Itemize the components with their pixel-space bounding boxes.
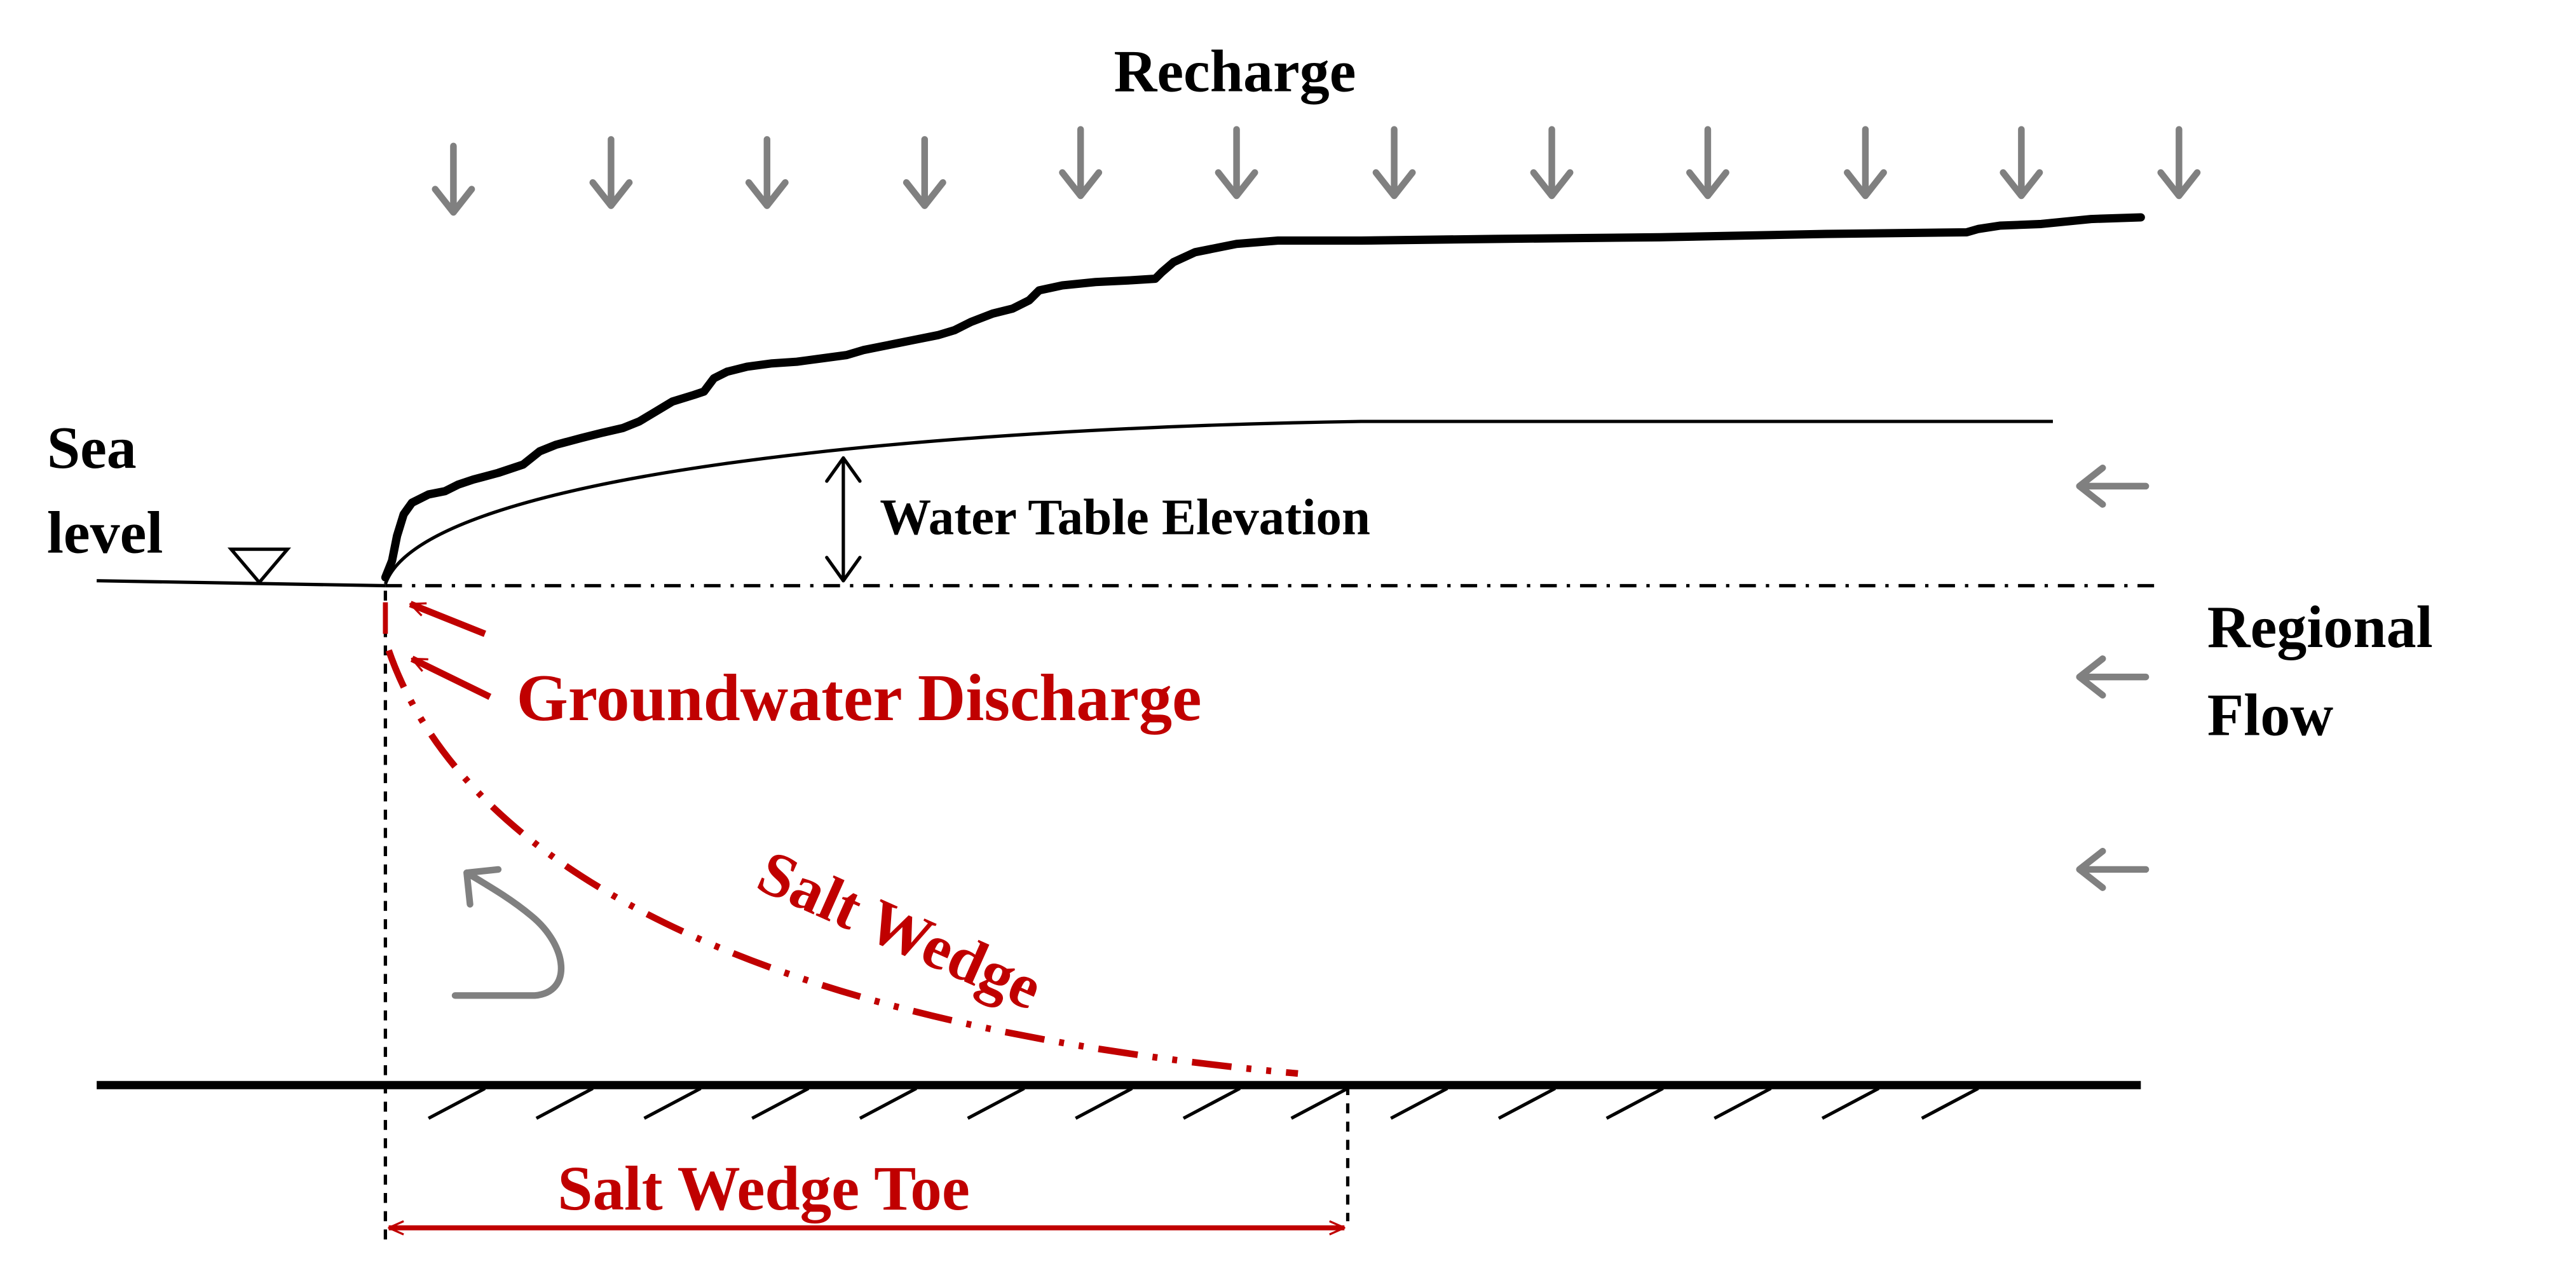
recharge-arrow-icon [1372, 126, 1416, 200]
salt-wedge-interface-line [385, 649, 1298, 1077]
hatch-mark [1605, 1087, 1664, 1120]
sea-level-line [97, 579, 386, 588]
water-table-line [383, 419, 2053, 585]
recharge-arrow-icon [1530, 126, 1574, 200]
hatch-mark [428, 1087, 486, 1120]
recharge-arrow-icon [589, 136, 633, 209]
groundwater-discharge-arrow-icon [411, 601, 486, 637]
hatch-mark [859, 1087, 917, 1120]
hatch-mark [1075, 1087, 1133, 1120]
regional-flow-arrow-icon [2076, 464, 2150, 508]
recharge-arrow-icon [1215, 126, 1258, 200]
hatch-mark [643, 1087, 702, 1120]
recharge-arrow-icon [2000, 126, 2043, 200]
recharge-arrows [432, 126, 2201, 216]
hatch-mark [1714, 1087, 1772, 1120]
hatch-mark [1821, 1087, 1880, 1120]
recharge-arrow-icon [745, 136, 789, 209]
regional-flow-label-line1: Regional [2207, 594, 2433, 660]
regional-flow-arrow-icon [2076, 847, 2150, 891]
recharge-label: Recharge [1114, 39, 1356, 105]
recharge-arrow-icon [903, 136, 946, 209]
water-table-elevation-label: Water Table Elevation [880, 489, 1370, 546]
recharge-arrow-icon [432, 142, 475, 216]
regional-flow-label-line2: Flow [2207, 682, 2333, 748]
regional-flow-arrows [2076, 464, 2150, 891]
recharge-arrow-icon [1844, 126, 1887, 200]
aquifer-base-hatching [428, 1087, 1979, 1120]
hatch-mark [1390, 1087, 1448, 1120]
hatch-mark [1497, 1087, 1557, 1120]
hatch-mark [967, 1087, 1025, 1120]
salt-wedge-toe-label: Salt Wedge Toe [557, 1154, 970, 1224]
sea-level-triangle-icon [227, 547, 291, 585]
recharge-arrow-icon [2157, 126, 2201, 200]
hatch-mark [1290, 1087, 1349, 1120]
groundwater-discharge-arrow-icon [412, 655, 492, 700]
recharge-arrow-icon [1686, 126, 1729, 200]
recharge-arrow-icon [1059, 126, 1103, 200]
hatch-mark [1182, 1087, 1241, 1120]
sea-level-label-line1: Sea [47, 415, 137, 481]
hatch-mark [535, 1087, 594, 1120]
regional-flow-arrow-icon [2076, 655, 2150, 699]
groundwater-discharge-label: Groundwater Discharge [517, 661, 1202, 735]
salt-wedge-label: Salt Wedge [748, 837, 1052, 1023]
circulation-arrow-icon [451, 866, 565, 999]
sea-level-label-line2: level [47, 500, 163, 566]
hatch-mark [1921, 1087, 1979, 1120]
land-surface-line [381, 213, 2145, 582]
hatch-mark [751, 1087, 810, 1120]
water-table-elevation-arrow-icon [825, 456, 862, 583]
